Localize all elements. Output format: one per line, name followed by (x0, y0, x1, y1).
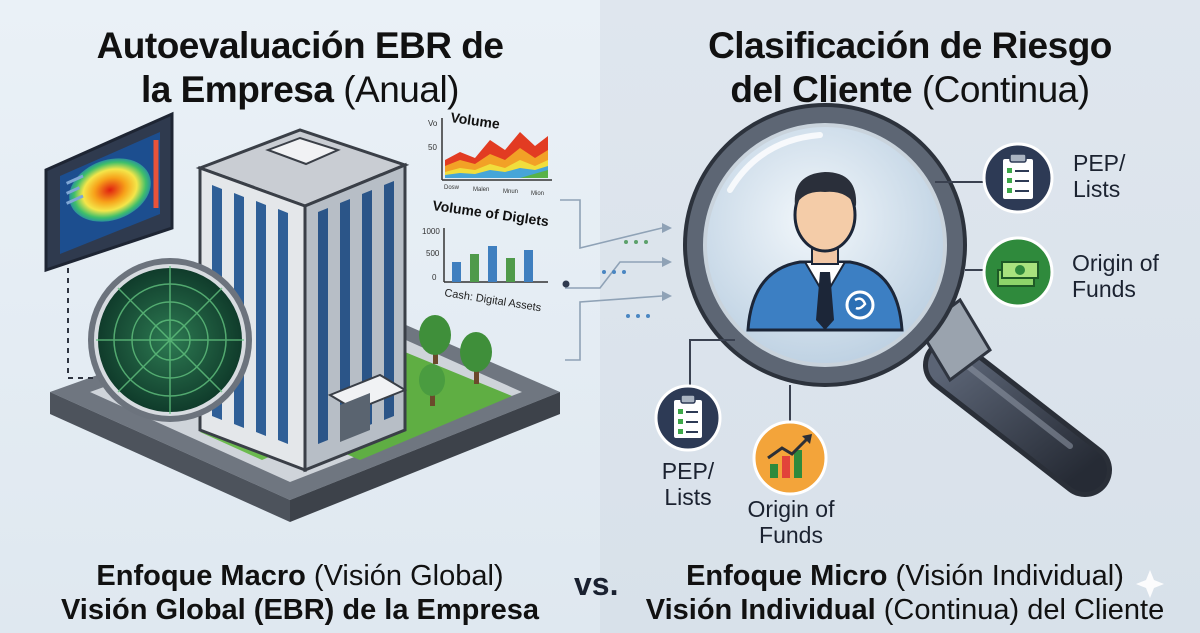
chart1-xlabel: Mnun (503, 189, 518, 195)
volume-area-chart (441, 118, 552, 181)
diglets-bar-chart (443, 228, 548, 283)
tree-icon (419, 315, 492, 406)
factor-label: PEP/Lists (1073, 150, 1126, 202)
right-footer-line2-light: (Continua) del Cliente (883, 594, 1165, 626)
left-title-line1: Autoevaluación EBR de (96, 25, 504, 66)
heatmap-monitor (44, 111, 174, 379)
right-title-line2-light: (Continua) (921, 69, 1090, 110)
left-footer-line1-light: (Visión Global) (313, 560, 504, 592)
chart2-tick: 1000 (422, 227, 440, 236)
chart1-xlabel: Malen (473, 187, 489, 193)
right-title-line1: Clasificación de Riesgo (708, 25, 1112, 66)
chart1-ylabel: Vo (428, 119, 438, 128)
radar-icon (88, 258, 252, 422)
right-title-line2-bold: del Cliente (730, 69, 913, 110)
chart2-caption: Cash: Digital Assets (444, 287, 543, 314)
left-title-line2-bold: la Empresa (140, 69, 334, 110)
right-footer-line2-bold: Visión Individual (645, 594, 876, 626)
left-title: Autoevaluación EBR de la Empresa (Anual) (40, 24, 560, 112)
growth-chart-icon (752, 420, 828, 496)
arrow-head-icon (662, 223, 672, 301)
left-footer: Enfoque Macro (Visión Global) Visión Glo… (30, 559, 570, 627)
right-footer: Enfoque Micro (Visión Individual) Visión… (610, 559, 1200, 627)
right-footer-line1-bold: Enfoque Micro (686, 560, 888, 592)
clipboard-checklist-icon (654, 384, 722, 452)
chart2-title: Volume of Diglets (432, 197, 550, 229)
chart1-xlabel: Mion (531, 191, 544, 197)
money-stack-icon (982, 236, 1054, 308)
right-footer-line1-light: (Visión Individual) (895, 560, 1124, 592)
chart1-xlabel: Dosw (444, 185, 460, 191)
left-footer-line2: Visión Global (EBR) de la Empresa (60, 594, 540, 626)
chart1-title: Volume (450, 109, 501, 132)
vs-label: vs. (574, 566, 619, 602)
left-footer-line1-bold: Enfoque Macro (96, 560, 306, 592)
dots-decoration (602, 240, 650, 318)
flow-arrows (560, 199, 663, 361)
factor-label: PEP/Lists (661, 458, 715, 510)
sparkle-icon (1136, 570, 1164, 598)
client-avatar-icon (746, 172, 904, 332)
chart1-tick: 50 (428, 143, 437, 152)
chart2-tick: 0 (432, 273, 437, 282)
left-title-line2-light: (Anual) (343, 69, 459, 110)
right-title: Clasificación de Riesgo del Cliente (Con… (640, 24, 1180, 112)
clipboard-checklist-icon (982, 142, 1054, 214)
chart2-tick: 500 (426, 249, 440, 258)
